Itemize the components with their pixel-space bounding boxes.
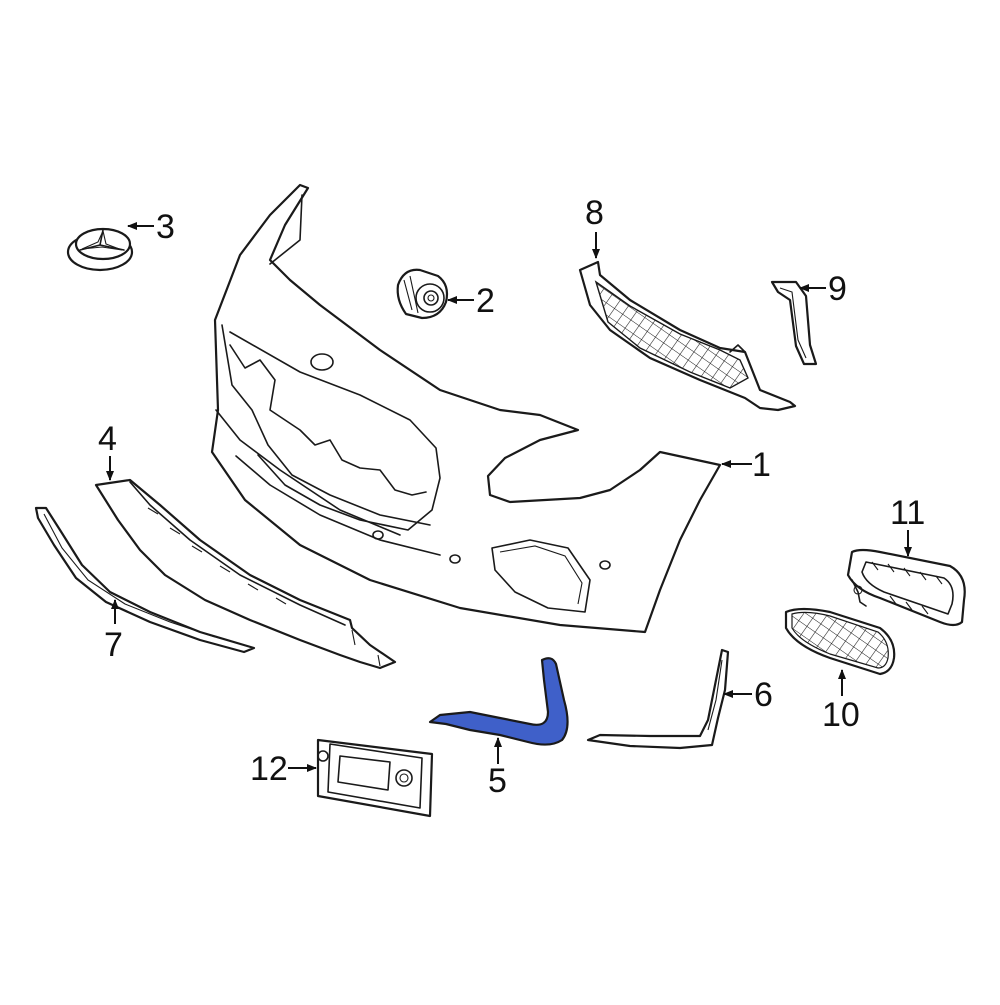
callout-2: 2 — [447, 282, 495, 320]
callout-8: 8 — [585, 194, 604, 259]
part-6-trim — [586, 648, 730, 750]
part-11-bezel — [846, 548, 966, 627]
callout-1: 1 — [721, 446, 771, 484]
bumper-cover — [210, 183, 722, 634]
part-9-bracket — [770, 280, 818, 366]
callout-11: 11 — [890, 494, 925, 557]
callout-label-8: 8 — [585, 194, 604, 232]
callout-3: 3 — [127, 208, 175, 246]
callout-label-10: 10 — [822, 696, 860, 734]
callout-label-1: 1 — [752, 446, 771, 484]
part-2-sensor — [396, 268, 449, 320]
part-4-spoiler — [94, 478, 397, 670]
part-8-grille — [578, 260, 797, 412]
callout-5: 5 — [488, 737, 507, 800]
callout-4: 4 — [98, 420, 117, 481]
callout-label-4: 4 — [98, 420, 117, 458]
part-3-emblem — [66, 227, 134, 272]
part-5-trim-highlighted — [428, 657, 569, 746]
callout-label-6: 6 — [754, 676, 773, 714]
part-7-trim — [34, 506, 256, 654]
callout-label-11: 11 — [890, 494, 925, 532]
callout-10: 10 — [822, 669, 860, 734]
callout-6: 6 — [723, 676, 773, 714]
callout-label-3: 3 — [156, 208, 175, 246]
callout-label-2: 2 — [476, 282, 495, 320]
part-12-license-bracket — [316, 738, 434, 818]
part-10-grille-insert — [784, 607, 896, 676]
callout-label-7: 7 — [104, 626, 123, 664]
callout-label-5: 5 — [488, 762, 507, 800]
callout-label-12: 12 — [250, 750, 288, 788]
callout-12: 12 — [250, 750, 317, 788]
callout-9: 9 — [799, 270, 847, 308]
callout-label-9: 9 — [828, 270, 847, 308]
callout-7: 7 — [104, 599, 123, 664]
